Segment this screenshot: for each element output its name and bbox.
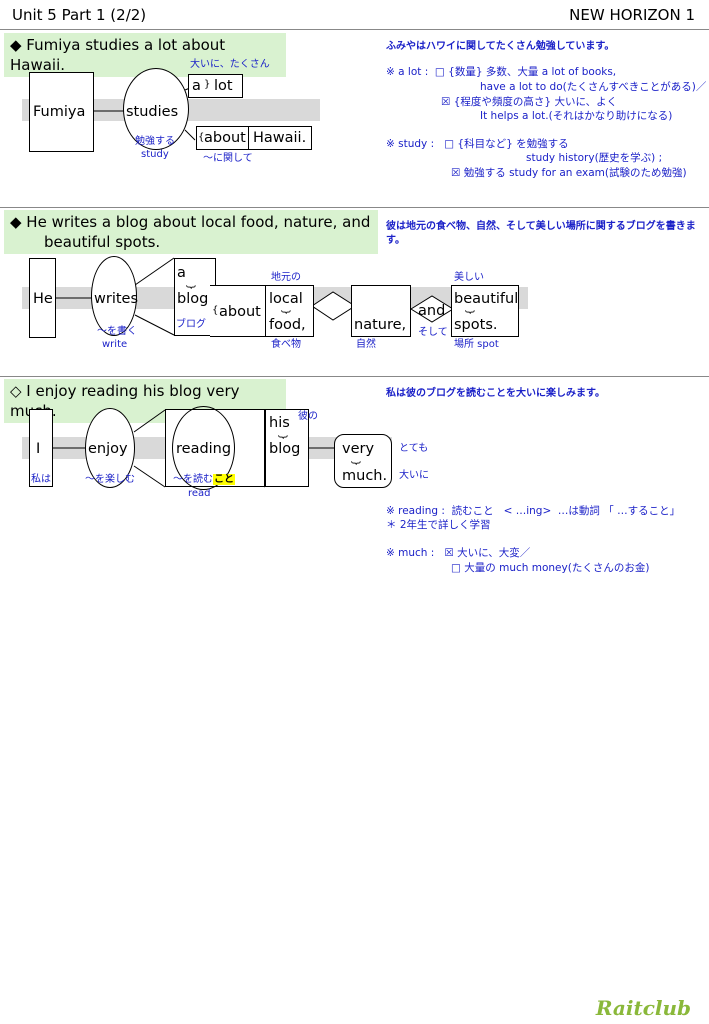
word-food: food, — [269, 317, 306, 333]
subject-word: Fumiya — [33, 104, 86, 120]
translation-2: 彼は地元の食べ物、自然、そして美しい場所に関するブログを書きます。 — [386, 221, 696, 246]
divider — [0, 376, 709, 377]
word-spots: spots. — [454, 317, 498, 333]
word-about: about — [204, 130, 246, 146]
subject-box — [29, 72, 94, 152]
word-nature: nature, — [354, 317, 407, 333]
note-alot-2: have a lot to do(たくさんすべきことがある)／ — [480, 81, 707, 93]
gloss-blog-jp: ブログ — [176, 319, 206, 330]
note-much-2: □ 大量の much money(たくさんのお金) — [451, 562, 650, 574]
brace: { — [212, 305, 219, 316]
brace: { — [198, 132, 205, 143]
gloss-read-jp: ～を読むこと — [173, 474, 235, 485]
word-a: a — [192, 78, 201, 94]
raitclub-logo: Raitclub — [595, 996, 691, 1020]
subject-box — [29, 258, 56, 338]
gerund-ellipse — [172, 406, 235, 490]
verb-ellipse — [91, 256, 137, 336]
gloss-enjoy-jp: ～を楽しむ — [85, 474, 135, 485]
word-much: much. — [342, 468, 388, 484]
gloss-spots-jp: 場所 spot — [454, 339, 499, 350]
note-study-2: study history(歴史を学ぶ) ; — [526, 152, 663, 164]
gloss-alot: 大いに、たくさん — [190, 59, 270, 70]
note-alot-1: ※ a lot : □ {数量} 多数、大量 a lot of books, — [386, 66, 617, 78]
word-a: a — [177, 265, 186, 281]
word-lot: lot — [214, 78, 233, 94]
note-alot-4: It helps a lot.(それはかなり助けになる) — [480, 110, 673, 122]
word-blog: blog — [269, 441, 301, 457]
gloss-write-jp: ～を書く — [97, 326, 137, 337]
about-phrase-box — [210, 285, 314, 337]
note-much-1: ※ much : ☒ 大いに、大変／ — [386, 547, 531, 559]
gloss-about-jp: ～に関して — [203, 153, 253, 164]
translation-1: ふみやはハワイに関してたくさん勉強しています。 — [386, 41, 615, 52]
note-reading-1: ※ reading : 読むこと < …ing> …は動詞 「 …すること」 — [386, 505, 681, 517]
unit-title: Unit 5 Part 1 (2/2) — [12, 6, 147, 24]
sentence-2-line-2: beautiful spots. — [44, 233, 161, 251]
word-about: about — [219, 304, 261, 320]
word-hawaii: Hawaii. — [253, 130, 307, 146]
word-beautiful: beautiful — [454, 291, 519, 307]
divider — [248, 126, 249, 150]
note-study-1: ※ study : □ {科目など} を勉強する — [386, 138, 569, 150]
gloss-nature-jp: 自然 — [356, 339, 376, 350]
verb-word: studies — [126, 104, 179, 120]
gloss-beautiful-jp: 美しい — [454, 272, 484, 283]
subject-box — [29, 409, 53, 487]
koto-highlight: こと — [213, 474, 235, 485]
verb-ellipse — [123, 68, 189, 150]
about-box — [196, 126, 312, 150]
note-reading-2: ＊ 2年生で詳しく学習 — [386, 519, 491, 531]
gloss-write-en: write — [102, 339, 128, 350]
adverb-box — [334, 434, 392, 488]
word-his: his — [269, 415, 290, 431]
subject-word: I — [36, 441, 41, 457]
nature-box — [351, 285, 411, 337]
word-very: very — [342, 441, 375, 457]
translation-3: 私は彼のブログを読むことを大いに楽しみます。 — [386, 388, 605, 399]
object-box — [265, 409, 309, 487]
word-reading: reading — [176, 441, 232, 457]
subject-word: He — [33, 291, 53, 307]
divider — [265, 285, 266, 337]
gloss-study-jp: 勉強する — [135, 136, 175, 147]
note-alot-3: ☒ {程度や頻度の高さ} 大いに、よく — [441, 96, 618, 108]
word-blog: blog — [177, 291, 209, 307]
verb-word: enjoy — [88, 441, 128, 457]
note-study-3: ☒ 勉強する study for an exam(試験のため勉強) — [451, 167, 687, 179]
word-and: and — [418, 303, 446, 319]
gloss-read-en: read — [188, 488, 211, 499]
gloss-i-jp: 私は — [31, 474, 51, 485]
sentence-2-line-1: ◆ He writes a blog about local food, nat… — [10, 213, 371, 231]
spots-box — [451, 285, 519, 337]
gloss-food-jp: 食べ物 — [271, 339, 301, 350]
gloss-and-jp: そして — [418, 327, 448, 338]
gloss-much-jp: 大いに — [399, 470, 429, 481]
alot-box — [188, 74, 243, 98]
word-local: local — [269, 291, 303, 307]
verb-ellipse — [85, 408, 135, 488]
divider — [0, 207, 709, 208]
sentence-2: ◆ He writes a blog about local food, nat… — [4, 210, 378, 254]
gloss-local-jp: 地元の — [271, 272, 301, 283]
brace: } — [350, 459, 362, 467]
divider — [0, 29, 709, 30]
gloss-study-en: study — [141, 149, 169, 160]
brace: } — [204, 79, 211, 90]
textbook-title: NEW HORIZON 1 — [569, 6, 695, 24]
verb-word: writes — [94, 291, 139, 307]
gloss-his-jp: 彼の — [298, 411, 318, 422]
gloss-very-jp: とても — [399, 443, 429, 454]
